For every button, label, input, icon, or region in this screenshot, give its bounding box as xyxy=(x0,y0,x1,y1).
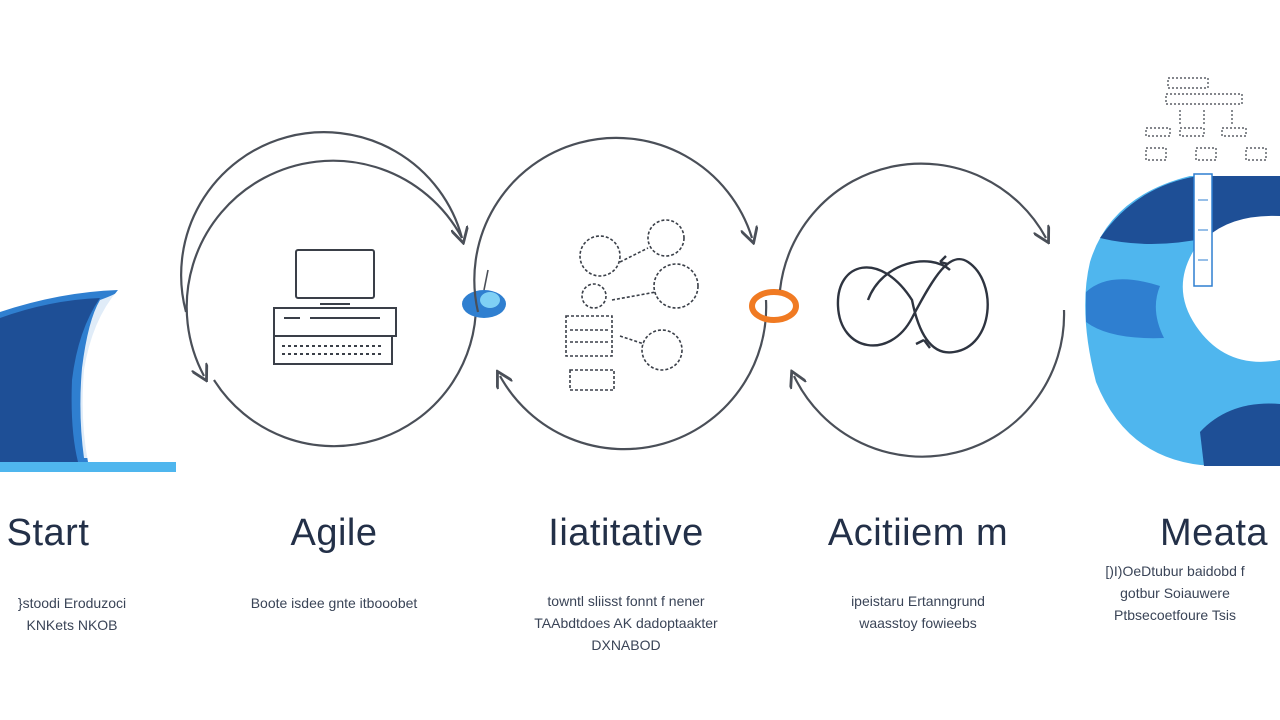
team-network-icon xyxy=(565,219,699,391)
stage-title-action: Acitiiem m xyxy=(827,512,1009,554)
stage-desc-line: KNKets NKOB xyxy=(26,617,118,633)
stage-title-meta: Meata xyxy=(1159,512,1269,554)
computer-icon xyxy=(273,249,397,365)
blue-node-icon xyxy=(462,269,506,318)
stage-title-agile: Agile xyxy=(290,512,378,554)
stage-desc-line: waasstoy fowieebs xyxy=(859,615,977,631)
cycle-ring-iterative xyxy=(473,136,768,451)
infinity-loop-icon xyxy=(836,255,989,354)
stage-desc-line: }stoodi Eroduzoci xyxy=(17,595,127,611)
cloud-hierarchy-icon xyxy=(1085,77,1280,466)
cycle-ring-agile xyxy=(180,131,478,448)
stage-title-start: Start xyxy=(6,512,90,554)
stage-desc-line: [)I)OeDtubur baidobd f xyxy=(1105,563,1245,579)
stage-desc-iterative: towntl sliisst fonnt f nener TAAbdtdoes … xyxy=(506,590,746,656)
stage-desc-start: }stoodi Eroduzoci KNKets NKOB xyxy=(0,592,192,636)
stage-desc-line: TAAbdtdoes AK dadoptaakter xyxy=(534,615,718,631)
orange-node-icon xyxy=(749,289,799,323)
stage-desc-agile: Boote isdee gnte itbooobet xyxy=(214,592,454,614)
stage-desc-line: ipeistaru Ertanngrund xyxy=(851,593,985,609)
stage-desc-action: ipeistaru Ertanngrund waasstoy fowieebs xyxy=(798,590,1038,634)
stage-title-iterative: Iiatitative xyxy=(548,512,704,554)
stage-desc-line: towntl sliisst fonnt f nener xyxy=(547,593,705,609)
stage-desc-line: Ptbsecoetfoure Tsis xyxy=(1114,607,1236,623)
stage-desc-line: Boote isdee gnte itbooobet xyxy=(250,595,418,611)
wave-shape-icon xyxy=(0,290,176,472)
stage-desc-line: DXNABOD xyxy=(591,637,661,653)
stage-desc-line: gotbur Soiauwere xyxy=(1120,585,1230,601)
cycle-ring-action xyxy=(778,162,1066,458)
stage-desc-meta: [)I)OeDtubur baidobd f gotbur Soiauwere … xyxy=(1070,560,1280,626)
